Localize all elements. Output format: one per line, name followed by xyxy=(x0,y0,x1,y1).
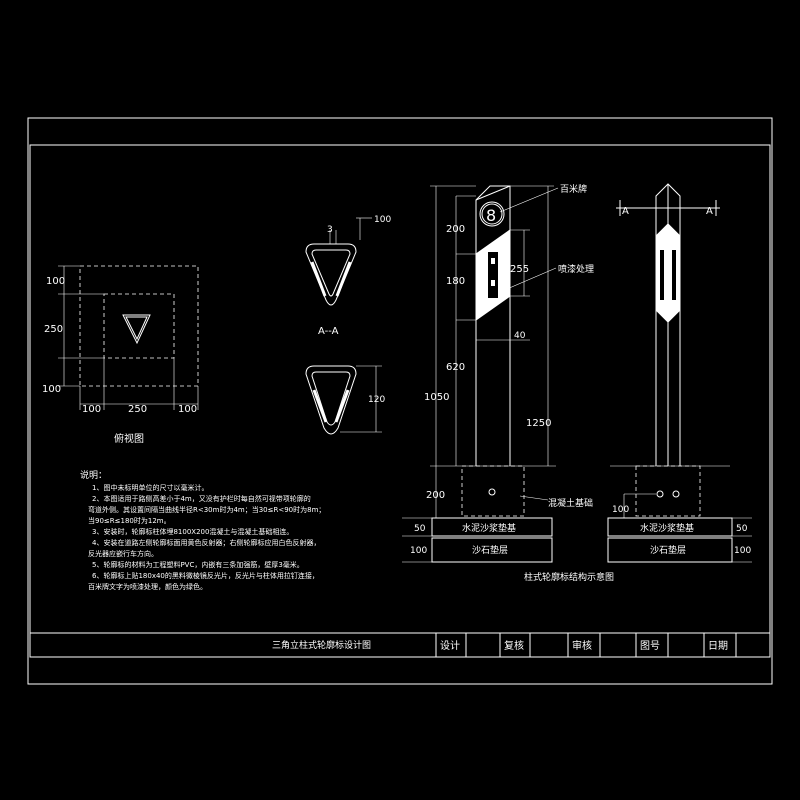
section-dim-wall: 3 xyxy=(327,225,333,235)
label-foundation: 混凝土基础 xyxy=(548,497,593,509)
plan-view-label: 俯视图 xyxy=(114,432,144,445)
front-dim-200-bottom: 200 xyxy=(426,490,445,501)
front-dim-40: 40 xyxy=(514,331,526,341)
note-line: 6、轮廓标上贴180x40的黑料微棱镜反光片，反光片与柱体用拉钉连接， xyxy=(92,571,319,580)
side-layer-gravel: 沙石垫层 xyxy=(650,544,686,556)
plan-view: 100 250 100 100 250 100 俯视图 xyxy=(42,265,199,445)
section-mark-left: A xyxy=(622,206,629,217)
front-dim-50: 50 xyxy=(414,524,426,534)
note-line: 4、安装在道路左侧轮廓标面用黄色反射器；右侧轮廓标应用白色反射器， xyxy=(92,538,320,547)
front-dim-1250: 1250 xyxy=(526,418,551,429)
plan-dim-top: 100 xyxy=(46,276,65,287)
km-number: 8 xyxy=(486,206,496,225)
notes-heading: 说明： xyxy=(80,469,107,481)
side-dim-100b: 100 xyxy=(734,546,751,556)
section-label: A--A xyxy=(318,326,339,337)
plan-dim-h-left: 100 xyxy=(82,404,101,415)
drawing-title: 三角立柱式轮廓标设计图 xyxy=(272,639,371,651)
front-dim-100: 100 xyxy=(410,546,427,556)
section-view: 3 100 A--A 120 xyxy=(305,215,391,435)
km-plate xyxy=(479,201,505,227)
note-line: 5、轮廓标的材料为工程塑料PVC，内嵌有三条加强筋，壁厚3毫米。 xyxy=(92,560,304,569)
side-view: A A 100 水泥沙浆垫基 沙石垫层 50 100 xyxy=(607,183,752,563)
notes: 说明： 1、图中未标明单位的尺寸以毫米计。 2、本图适用于路侧高差小于4m，又没… xyxy=(80,469,325,591)
front-dim-255: 255 xyxy=(510,264,529,275)
note-line: 百米牌文字为喷漆处理，颜色为绿色。 xyxy=(88,582,207,591)
inner-border xyxy=(29,144,771,658)
plan-dim-h-right: 100 xyxy=(178,404,197,415)
note-line: 弯道外侧。其设置间隔当曲线半径R<30m时为4m；当30≤R<90时为8m； xyxy=(88,505,325,514)
plan-post-triangle xyxy=(122,314,151,345)
label-km-plate: 百米牌 xyxy=(560,183,587,195)
note-line: 当90≤R≤180时为12m。 xyxy=(88,516,171,525)
plan-dim-mid: 250 xyxy=(44,324,63,335)
outer-border xyxy=(27,117,773,685)
side-dim-100: 100 xyxy=(612,505,629,515)
tb-design: 设计 xyxy=(440,639,460,652)
label-spray: 喷漆处理 xyxy=(558,263,594,275)
section-dim-top: 100 xyxy=(374,215,391,225)
plan-dim-bottom: 100 xyxy=(42,384,61,395)
tb-date: 日期 xyxy=(708,640,728,652)
tb-review: 复核 xyxy=(504,639,524,652)
front-view-caption: 柱式轮廓标结构示意图 xyxy=(524,571,614,583)
section-dim-height: 120 xyxy=(368,395,385,405)
side-layer-mortar: 水泥沙浆垫基 xyxy=(640,522,694,534)
tb-audit: 审核 xyxy=(572,639,592,652)
section-mark-right: A xyxy=(706,206,713,217)
front-dim-1050: 1050 xyxy=(424,392,449,403)
note-line: 3、安装时，轮廓标柱体埋8100X200混凝土与混凝土基础相连。 xyxy=(92,527,293,536)
note-line: 反光器应嵌行车方向。 xyxy=(88,549,158,558)
title-block: 三角立柱式轮廓标设计图 设计 复核 审核 图号 日期 xyxy=(30,632,770,657)
front-dim-180: 180 xyxy=(446,276,465,287)
front-dim-200-top: 200 xyxy=(446,224,465,235)
note-line: 1、图中未标明单位的尺寸以毫米计。 xyxy=(92,483,208,492)
front-view: 8 水泥沙浆垫基 沙石垫层 50 100 200 180 620 1050 20… xyxy=(402,183,614,583)
side-dim-50: 50 xyxy=(736,524,748,534)
side-reflector xyxy=(655,223,681,323)
front-layer-mortar: 水泥沙浆垫基 xyxy=(462,522,516,534)
tb-drawing-no: 图号 xyxy=(640,640,660,652)
plan-dim-h-mid: 250 xyxy=(128,404,147,415)
front-layer-gravel: 沙石垫层 xyxy=(472,544,508,556)
front-dim-620: 620 xyxy=(446,362,465,373)
note-line: 2、本图适用于路侧高差小于4m，又没有护栏时每自然可视带项轮廓的 xyxy=(92,494,311,503)
